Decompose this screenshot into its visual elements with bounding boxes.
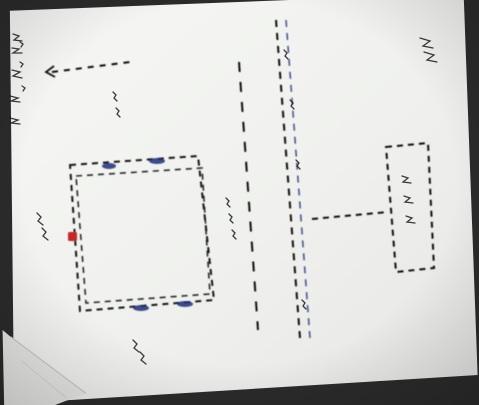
vignette	[0, 0, 479, 405]
sketch-photo	[0, 0, 479, 405]
photo-stage	[0, 0, 479, 405]
